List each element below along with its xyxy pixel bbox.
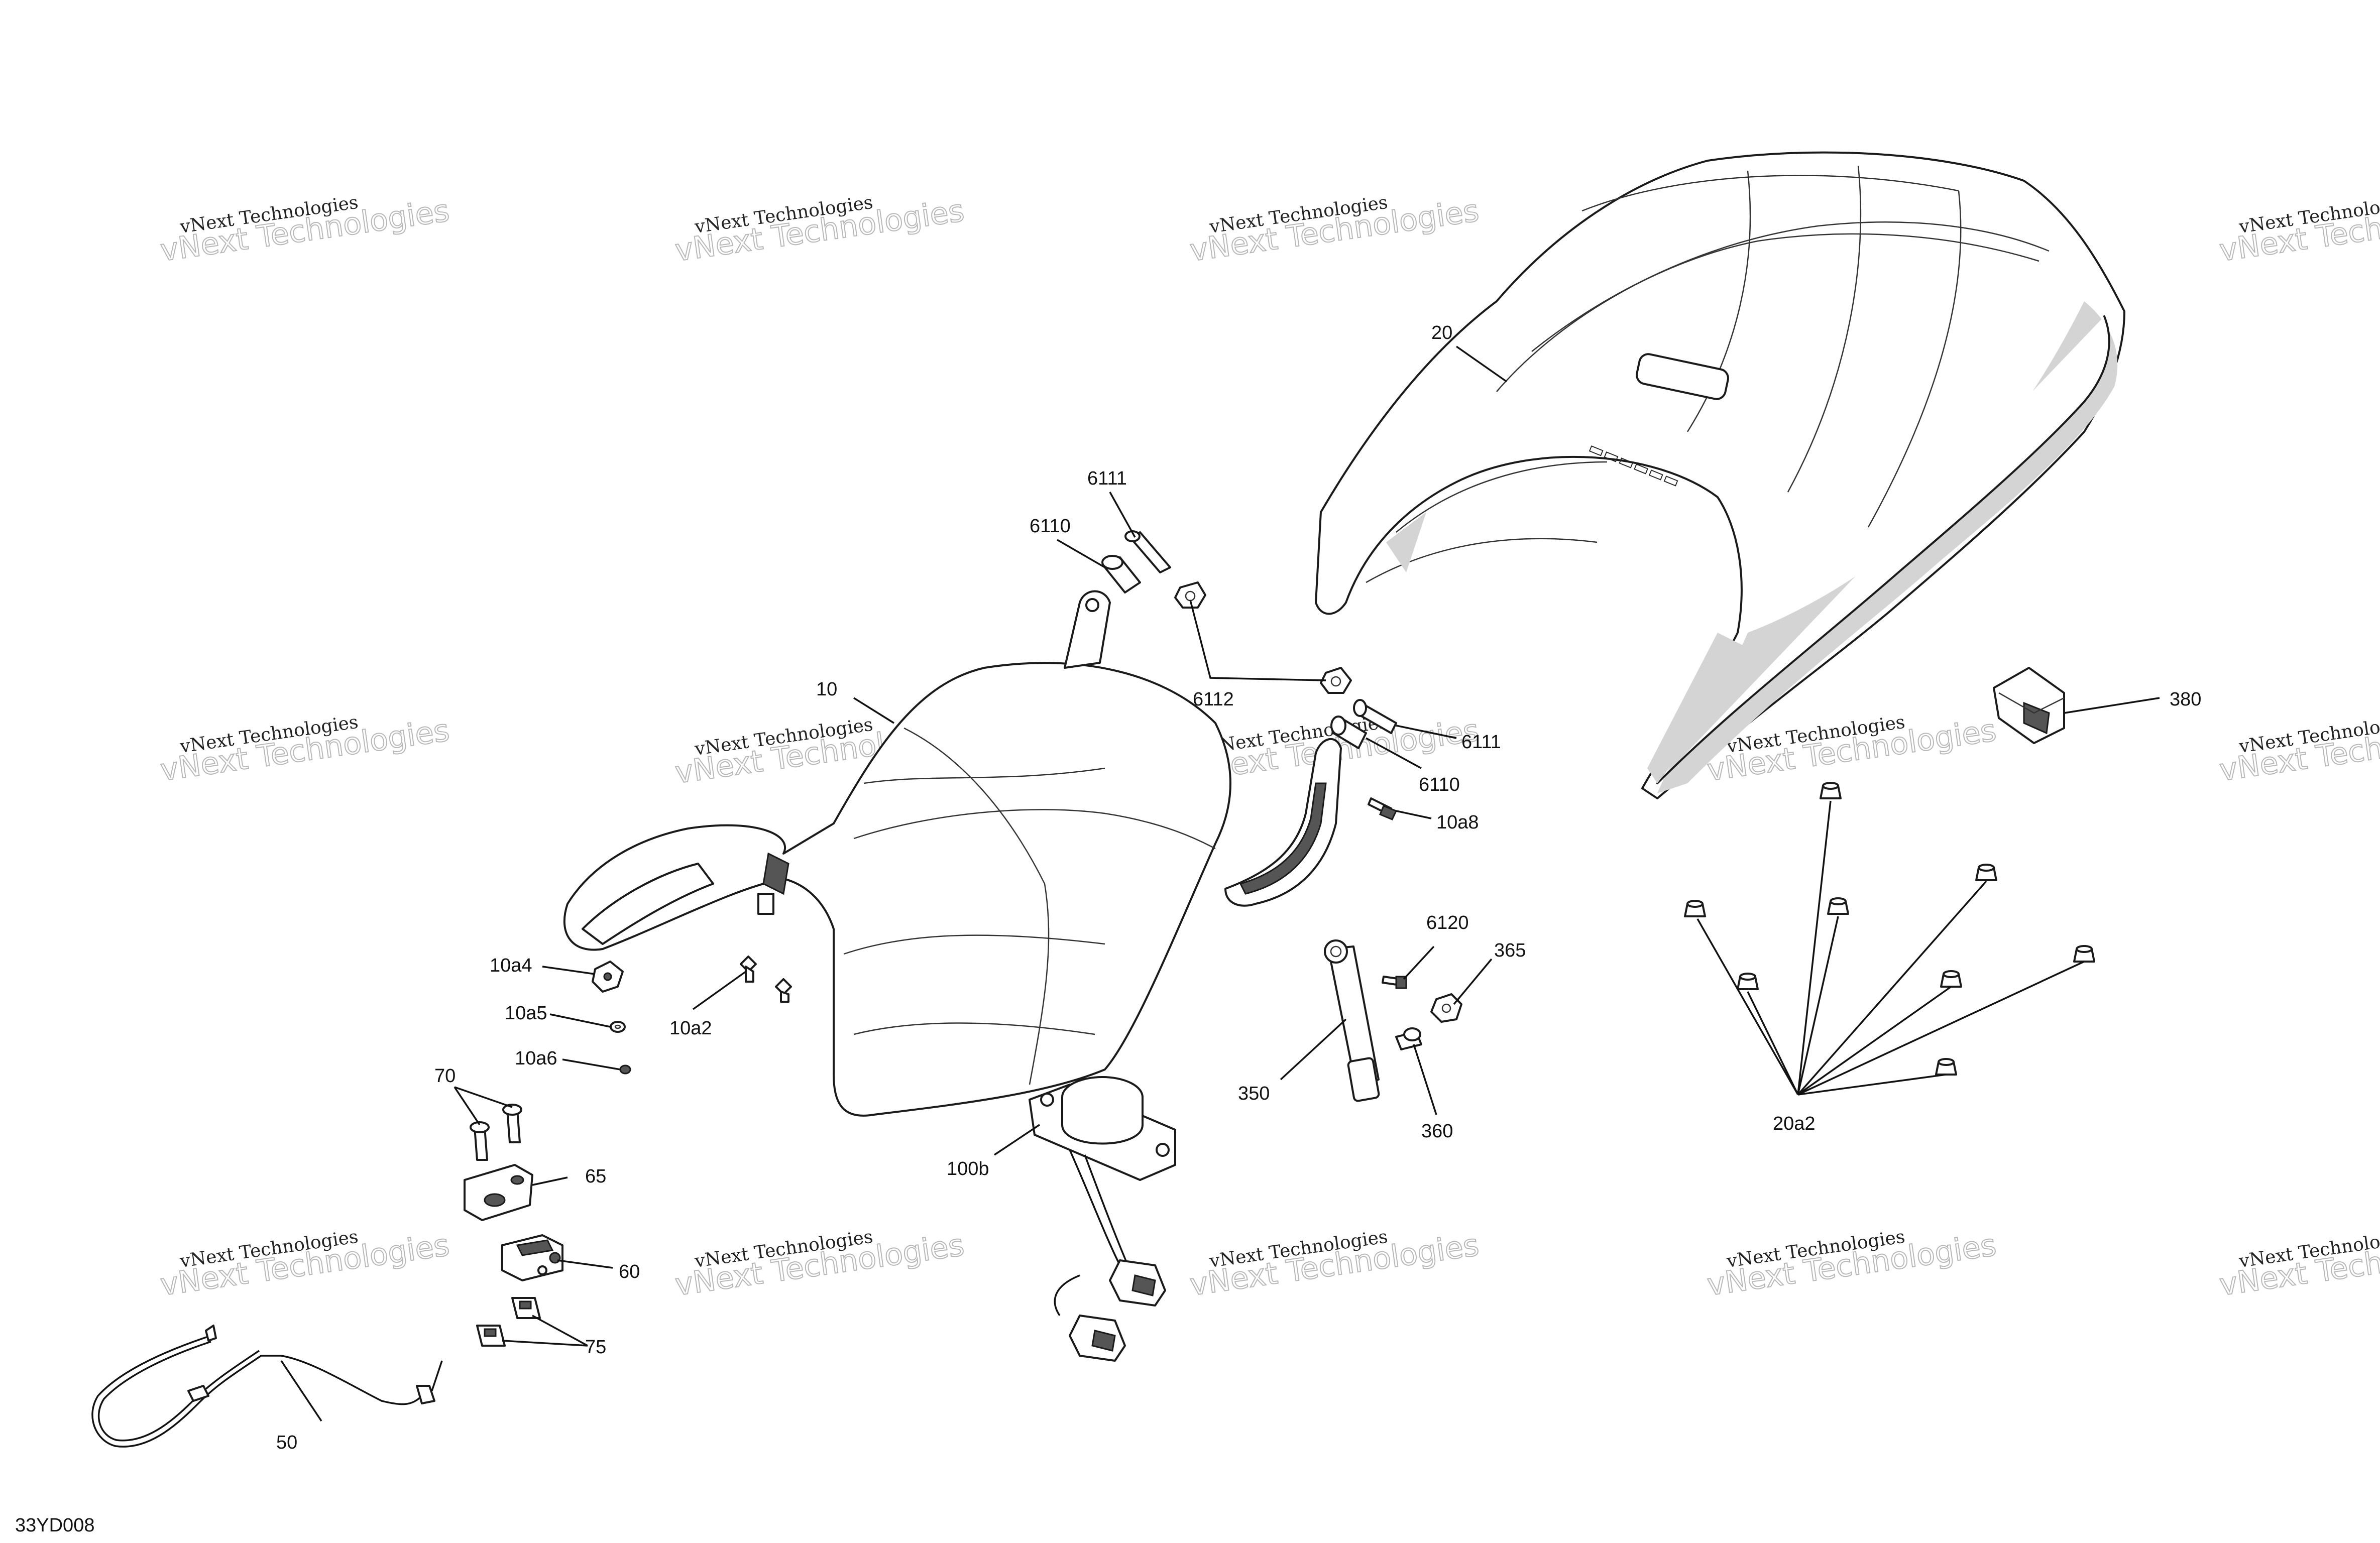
nut-part-10a6[interactable] <box>619 1064 631 1075</box>
callout-380: 380 <box>2170 689 2201 710</box>
callout-6112: 6112 <box>1193 689 1234 710</box>
screw-part-10a2[interactable] <box>740 956 792 1003</box>
callout-labels: 20 10 6111 6110 6112 6111 6110 10a8 380 … <box>276 322 2201 1453</box>
nut-part-365[interactable] <box>1430 993 1462 1023</box>
rider-seat-part-10[interactable] <box>563 590 1342 1117</box>
callout-6111-upper: 6111 <box>1087 468 1127 489</box>
callout-10: 10 <box>816 679 837 700</box>
grommet <box>1684 900 1706 917</box>
bolt-part-6120[interactable] <box>1382 976 1407 989</box>
nut-part-6112-upper[interactable] <box>1174 581 1206 609</box>
watermark: vNext Technologies vNext Technologies <box>2217 192 2380 269</box>
grommet <box>1975 864 1997 881</box>
washer-part-10a5[interactable] <box>610 1021 626 1033</box>
watermark: vNext Technologies vNext Technologies <box>672 1227 967 1303</box>
callout-10a5: 10a5 <box>505 1003 547 1024</box>
connector-part-380[interactable] <box>1993 667 2065 744</box>
callout-10a4: 10a4 <box>490 955 532 976</box>
grommet <box>1940 970 1962 988</box>
watermark: vNext Technologies vNext Technologies <box>2217 1227 2380 1303</box>
bolt-part-6111-lower[interactable] <box>1353 699 1397 734</box>
callout-10a6: 10a6 <box>515 1048 557 1069</box>
callout-10a2: 10a2 <box>669 1018 712 1039</box>
latch-part-60[interactable] <box>501 1234 563 1281</box>
grommet <box>1820 782 1842 799</box>
clip-part-10a4[interactable] <box>592 961 624 993</box>
callout-350: 350 <box>1238 1083 1270 1104</box>
screw-part-10a8[interactable] <box>1368 797 1398 820</box>
bolt-pair-part-70[interactable] <box>470 1104 522 1161</box>
release-cable-part-50[interactable] <box>91 1325 443 1448</box>
latch-housing-part-65[interactable] <box>464 1164 533 1221</box>
watermark: vNext Technologies vNext Technologies <box>158 712 452 789</box>
watermark: vNext Technologies vNext Technologies <box>1187 1227 1482 1303</box>
watermark: vNext Technologies vNext Technologies <box>158 192 452 269</box>
callout-20a2: 20a2 <box>1773 1113 1816 1134</box>
passenger-seat-part-20[interactable]: ▭▭▭▭▭▭ <box>1315 151 2125 799</box>
grommet <box>1935 1058 1957 1076</box>
callout-70: 70 <box>434 1065 456 1087</box>
callout-6110-upper: 6110 <box>1030 516 1071 537</box>
callout-100b: 100b <box>947 1158 989 1179</box>
watermark: vNext Technologies vNext Technologies <box>1705 1227 1999 1303</box>
callout-75: 75 <box>585 1337 606 1358</box>
grommet <box>1827 897 1849 915</box>
watermark: vNext Technologies vNext Technologies <box>158 1227 452 1303</box>
callout-65: 65 <box>585 1166 606 1187</box>
speaker-part-100b[interactable] <box>1029 1076 1176 1362</box>
grommet <box>1737 973 1759 990</box>
callout-365: 365 <box>1494 940 1526 961</box>
spacer-part-6110-upper[interactable] <box>1101 555 1141 594</box>
watermark: vNext Technologies vNext Technologies <box>2217 712 2380 789</box>
leader-lines <box>280 345 2160 1421</box>
watermark: vNext Technologies vNext Technologies <box>1187 192 1482 269</box>
bolt-part-6111-upper[interactable] <box>1124 530 1171 573</box>
nut-part-6112-lower[interactable] <box>1320 667 1352 694</box>
grommet <box>2073 945 2095 963</box>
callout-10a8: 10a8 <box>1436 812 1479 833</box>
callout-50: 50 <box>276 1432 297 1453</box>
watermark: vNext Technologies vNext Technologies <box>672 192 967 269</box>
grommet-group-20a2[interactable] <box>1684 782 2095 1076</box>
callout-6120: 6120 <box>1426 912 1469 933</box>
callout-360: 360 <box>1421 1121 1453 1142</box>
callout-6110-lower: 6110 <box>1419 774 1460 795</box>
pin-part-360[interactable] <box>1395 1027 1422 1050</box>
callout-6111-lower: 6111 <box>1461 732 1501 753</box>
gas-strut-part-350[interactable] <box>1324 939 1380 1102</box>
callout-20: 20 <box>1431 322 1452 343</box>
callout-60: 60 <box>619 1261 640 1282</box>
spacer-part-6110-lower[interactable] <box>1330 716 1367 749</box>
drawing-code: 33YD008 <box>15 1515 94 1536</box>
clip-pair-part-75[interactable] <box>476 1297 541 1347</box>
